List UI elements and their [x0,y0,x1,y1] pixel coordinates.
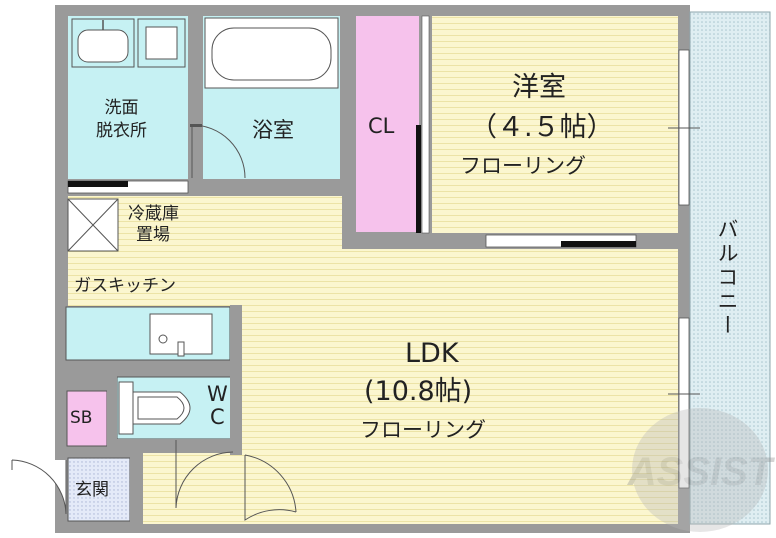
western-room-name: 洋室 [512,72,566,103]
toilet-door-swing [175,440,234,509]
fridge-label: 冷蔵庫 置場 [128,204,179,245]
western-room-size: （４.５帖） [470,112,614,143]
bath-label: 浴室 [252,118,294,142]
kitchen-label: ガスキッチン [74,276,176,296]
hall-floor [143,452,240,524]
shoebox [66,390,108,447]
entrance-label: 玄関 [75,480,109,500]
ldk-floor-type: フローリング [360,418,486,442]
balcony-area [689,11,771,525]
ldk-name: LDK [405,338,459,369]
toilet-label: W C [207,382,228,429]
hall-door-swing [244,455,297,521]
balcony-label: バルコニー [715,218,739,338]
sink [149,313,213,355]
entrance-door-swing [11,459,67,515]
ldk-strip [343,249,678,309]
shoebox-label: SB [70,408,93,428]
ldk-size: (10.8帖) [364,376,473,407]
closet-floor [356,16,419,232]
toilet-bowl [132,391,191,425]
entrance-floor [67,457,131,522]
closet-label: CL [368,114,395,138]
svg-text:ASSIST: ASSIST [627,450,776,494]
western-room-floor-type: フローリング [460,154,586,178]
toilet-tank [118,381,134,435]
washroom-label: 洗面 脱衣所 [96,98,147,141]
ldk-floor [240,306,678,524]
western-room-floor [432,16,678,233]
assist-logo-watermark: ASSIST [627,408,776,532]
